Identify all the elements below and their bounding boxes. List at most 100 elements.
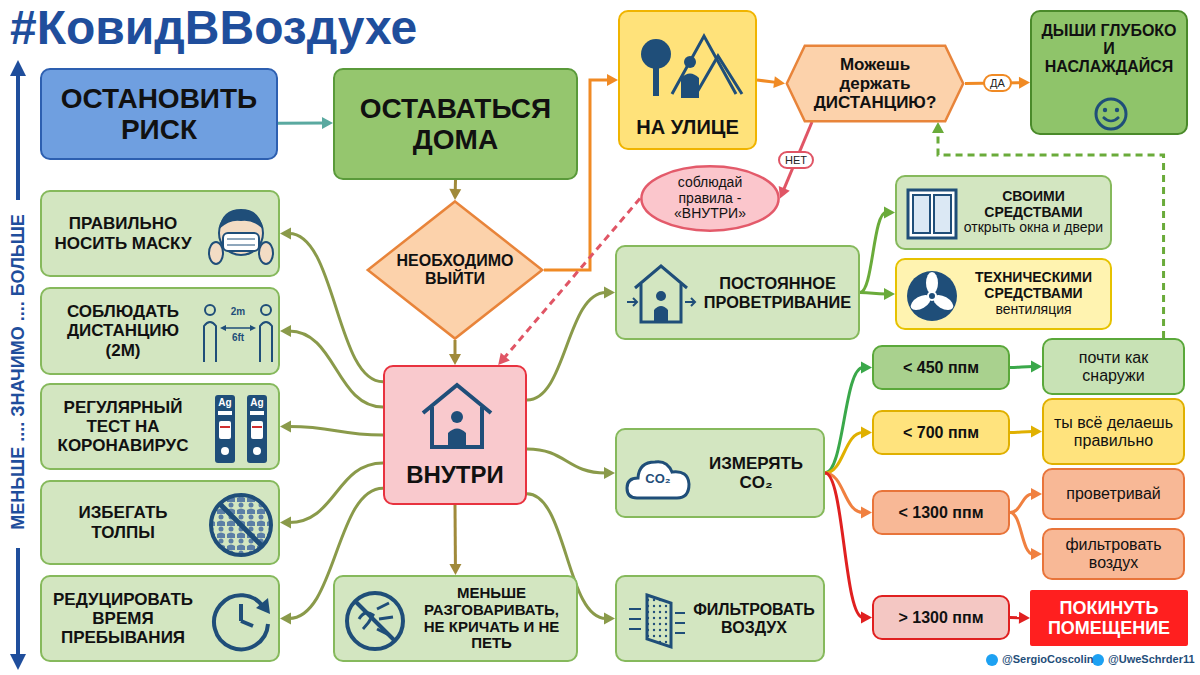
connector <box>280 421 383 436</box>
text-block: МЕНЬШЕ РАЗГОВАРИВАТЬ, НЕ КРИЧАТЬ И НЕ ПЕ… <box>413 585 570 652</box>
test-icon <box>206 393 276 465</box>
connector-line <box>1010 367 1033 368</box>
connector <box>1010 488 1042 513</box>
axis-label: МЕНЬШЕ .... ЗНАЧИМО .... БОЛЬШЕ <box>7 152 29 592</box>
result-box: проветривай <box>1042 468 1185 520</box>
alert-box: ПОКИНУТЬ ПОМЕЩЕНИЕ <box>1030 590 1188 646</box>
process-box: ФИЛЬТРОВАТЬ ВОЗДУХ <box>615 575 825 662</box>
arrowhead <box>280 421 291 433</box>
process-box: ТЕХНИЧЕСКИМИ СРЕДСТВАМИвентиляция <box>895 258 1112 330</box>
node-text: < 1300 ппм <box>899 504 984 522</box>
arrowhead <box>280 228 291 240</box>
node-text: СОБЛЮДАТЬ ДИСТАНЦИЮ (2М) <box>50 302 196 359</box>
icon-text: Ag <box>218 397 231 408</box>
connector-line <box>860 293 886 295</box>
node-text: проветривай <box>1066 485 1160 503</box>
node-text: РЕГУЛЯРНЫЙ ТЕСТ НА КОРОНАВИРУС <box>50 398 196 455</box>
arrowhead <box>779 186 790 198</box>
measure-box: РЕДУЦИРОВАТЬ ВРЕМЯ ПРЕБЫВАНИЯ <box>40 575 280 662</box>
text-block: > 1300 ппм <box>899 609 984 627</box>
outdoor-box: НА УЛИЦЕ <box>618 10 757 150</box>
arrowhead <box>604 287 615 299</box>
level-box: < 450 ппм <box>872 345 1010 390</box>
crowd-icon <box>206 490 276 560</box>
text-block: РЕДУЦИРОВАТЬ ВРЕМЯ ПРЕБЫВАНИЯ <box>50 590 196 647</box>
level-box: < 1300 ппм <box>872 490 1010 535</box>
connector <box>527 449 615 479</box>
arrowhead <box>280 613 291 625</box>
node-text: Можешь держать ДИСТАНЦИЮ? <box>809 55 941 112</box>
process-box: СВОИМИ СРЕДСТВАМИоткрыть окна и двери <box>895 175 1112 250</box>
connector-line <box>278 121 324 124</box>
connector <box>280 325 383 407</box>
connector <box>527 287 615 401</box>
connector <box>449 180 461 200</box>
fan-icon <box>905 269 959 323</box>
arrowhead <box>449 354 461 365</box>
node-subtext: открыть окна и двери <box>963 220 1104 236</box>
arrowhead <box>861 507 872 519</box>
connector <box>1010 513 1042 561</box>
text-block: проветривай <box>1066 485 1160 503</box>
icon-text: Ag <box>250 397 263 408</box>
connector-line <box>527 449 606 473</box>
text-block: ПОКИНУТЬ ПОМЕЩЕНИЕ <box>1040 598 1178 638</box>
connector <box>449 505 461 575</box>
edge-label: НЕТ <box>778 151 814 169</box>
measure-box: ИЗБЕГАТЬ ТОЛПЫ <box>40 480 280 565</box>
arrowhead <box>932 122 944 133</box>
text-block: Можешь держать ДИСТАНЦИЮ? <box>809 55 941 112</box>
node-text: МЕНЬШЕ РАЗГОВАРИВАТЬ, НЕ КРИЧАТЬ И НЕ ПЕ… <box>413 585 570 652</box>
ventilation-house-icon <box>625 262 697 326</box>
arrowhead <box>1031 488 1042 500</box>
filter-icon <box>627 591 687 651</box>
node-text: РЕДУЦИРОВАТЬ ВРЕМЯ ПРЕБЫВАНИЯ <box>50 590 196 647</box>
text-block: ФИЛЬТРОВАТЬ ВОЗДУХ <box>691 601 817 637</box>
text-block: ПОСТОЯННОЕ ПРОВЕТРИВАНИЕ <box>703 274 852 311</box>
connector <box>1010 361 1042 373</box>
connector <box>860 288 895 300</box>
node-text: < 450 ппм <box>903 359 979 377</box>
icon-text: 6ft <box>232 332 244 343</box>
node-text: ИЗМЕРЯТЬ CO₂ <box>695 454 817 492</box>
connector-line <box>860 213 886 293</box>
mask-icon <box>206 201 276 271</box>
connector-line <box>454 340 457 356</box>
text-block: ОСТАВАТЬСЯ ДОМА <box>343 93 568 156</box>
connector <box>280 463 383 529</box>
process-box: ПОСТОЯННОЕ ПРОВЕТРИВАНИЕ <box>615 245 860 340</box>
node-text: ты всё делаешь правильно <box>1052 414 1175 450</box>
connector <box>825 362 872 474</box>
text-block: ИЗМЕРЯТЬ CO₂ <box>695 454 817 492</box>
edge-label: ДА <box>983 74 1012 92</box>
connector-line <box>454 505 457 566</box>
process-box: ИЗМЕРЯТЬ CO₂ CO₂ <box>615 428 825 518</box>
icon-text: CO₂ <box>645 471 670 486</box>
arrowhead <box>280 517 291 529</box>
connector-line <box>289 234 383 382</box>
node-text: ВНУТРИ <box>406 462 504 489</box>
node-text: ОСТАВАТЬСЯ ДОМА <box>343 93 568 156</box>
connector-line <box>825 473 863 618</box>
connector-line <box>1010 432 1033 433</box>
start-box: ОСТАНОВИТЬ РИСК <box>40 68 278 160</box>
text-block: почти как снаружи <box>1052 349 1175 385</box>
title: #КовидВВоздухе <box>10 0 417 56</box>
node-text: фильтровать воздух <box>1052 536 1175 572</box>
result-box: ты всё делаешь правильно <box>1042 398 1185 465</box>
connector-line <box>1010 513 1033 555</box>
node-text: ДЫШИ ГЛУБОКО И НАСЛАЖДАЙСЯ <box>1040 22 1178 76</box>
credit-label: @UweSchrder11 <box>1108 653 1195 665</box>
text-block: НА УЛИЦЕ <box>636 116 738 138</box>
connector <box>449 340 461 365</box>
connector-line <box>757 80 776 82</box>
node-text: ПРАВИЛЬНО НОСИТЬ МАСКУ <box>50 214 196 252</box>
text-block: < 450 ппм <box>903 359 979 377</box>
option-box: ОСТАВАТЬСЯ ДОМА <box>333 68 578 180</box>
connector-line <box>527 293 606 401</box>
decision-diamond: НЕОБХОДИМО ВЫЙТИ <box>366 200 544 340</box>
arrowhead <box>1031 548 1042 560</box>
level-box: < 700 ппм <box>872 410 1010 455</box>
node-text: ФИЛЬТРОВАТЬ ВОЗДУХ <box>691 601 817 637</box>
text-block: ты всё делаешь правильно <box>1052 414 1175 450</box>
